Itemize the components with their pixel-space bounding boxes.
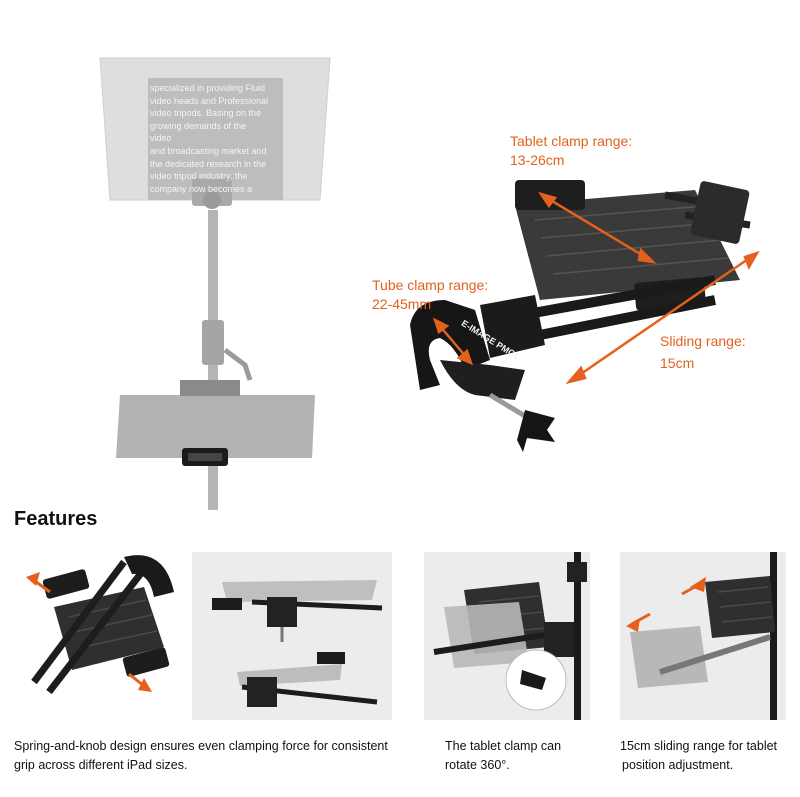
tablet-clamp-range-label: Tablet clamp range: 13-26cm: [510, 133, 633, 168]
feature-image-rotate: [424, 552, 590, 720]
feature-caption-sliding: 15cm sliding range for tablet position a…: [620, 739, 778, 772]
feature-caption-spring-clamp: Spring-and-knob design ensures even clam…: [14, 739, 388, 772]
sliding-range-label: Sliding range: 15cm: [660, 333, 746, 371]
tablet-clamp-product-image: [395, 160, 780, 460]
features-heading: Features: [14, 508, 98, 530]
tube-clamp-range-label: Tube clamp range: 22-45mm: [372, 277, 489, 312]
feature-image-spring-clamp: [14, 552, 392, 720]
teleprompter-text: specialized in providing Fluid video hea…: [150, 83, 269, 194]
feature-image-sliding: [620, 552, 786, 720]
feature-caption-rotate: The tablet clamp can rotate 360°.: [445, 739, 562, 772]
teleprompter-image: [80, 50, 350, 510]
